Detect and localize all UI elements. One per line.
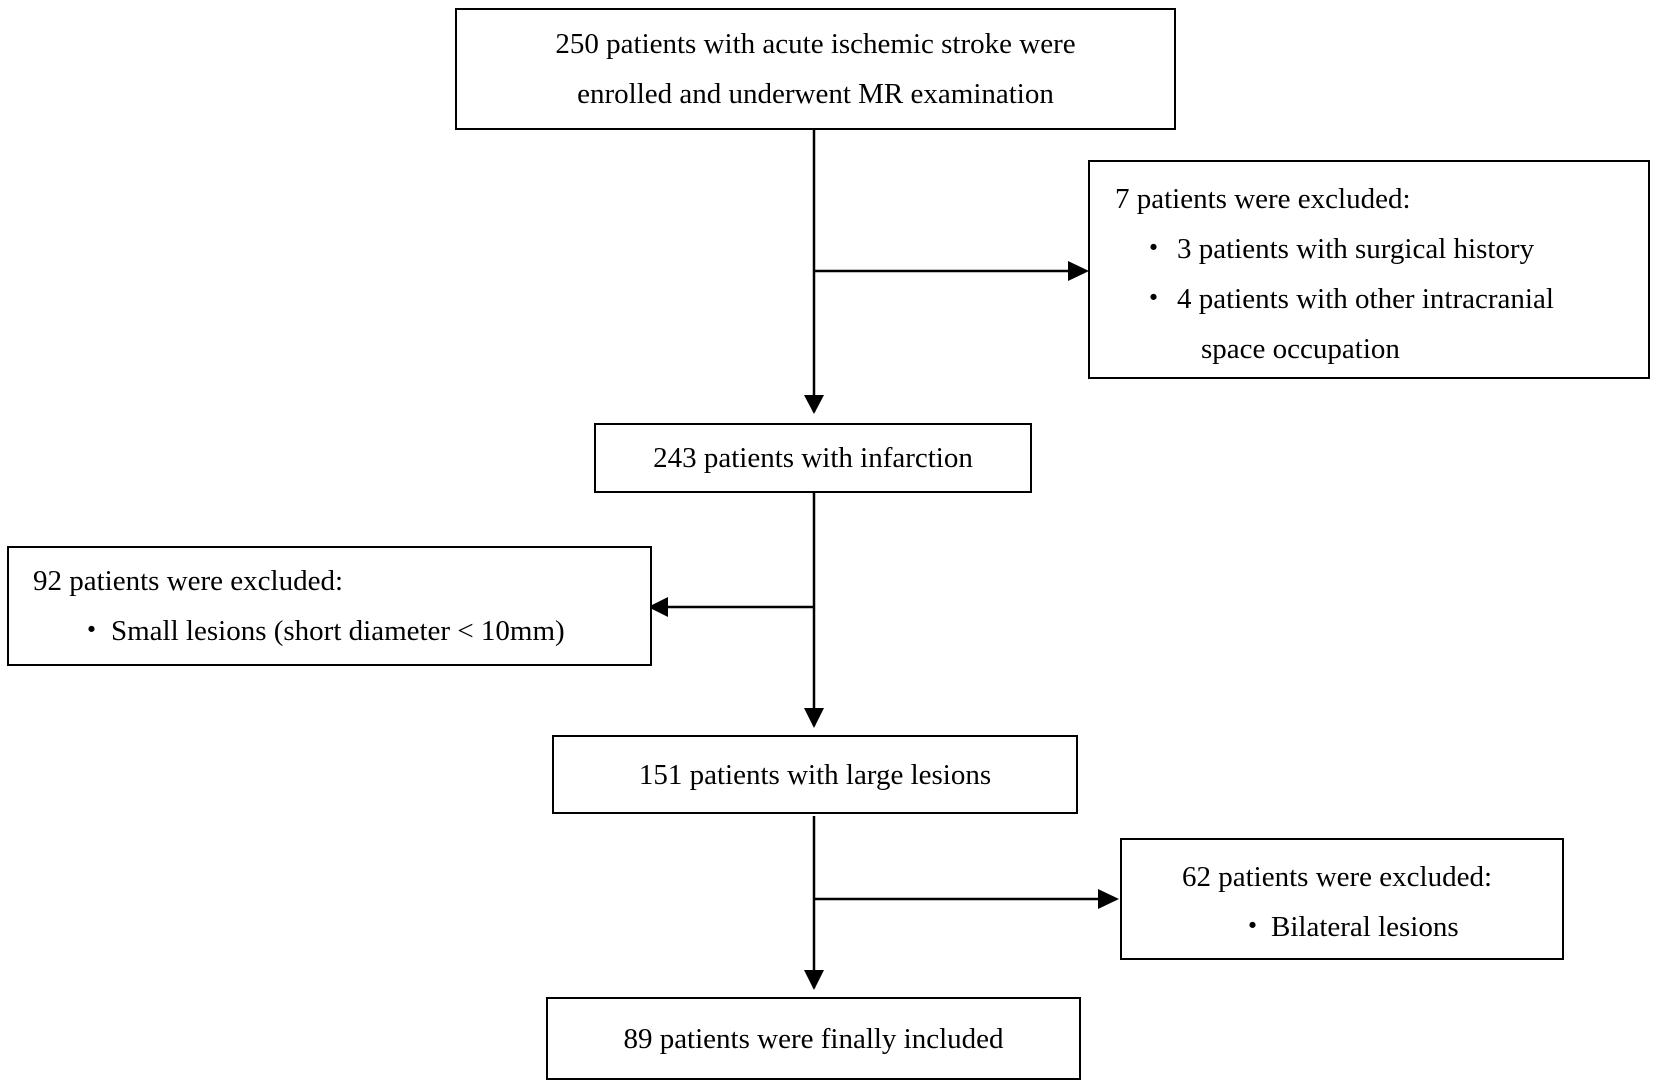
exclusion-box-3: 62 patients were excluded: ・ Bilateral l…: [1120, 838, 1564, 960]
final-text: 89 patients were finally included: [623, 1022, 1004, 1055]
exclusion-1-item-2-continued: space occupation: [1201, 333, 1400, 365]
exclusion-box-2: 92 patients were excluded: ・ Small lesio…: [7, 546, 652, 666]
large-lesions-text: 151 patients with large lesions: [638, 758, 992, 791]
arrowhead-infarction: [804, 395, 824, 414]
exclusion-box-1: 7 patients were excluded: ・ 3 patients w…: [1088, 160, 1650, 379]
exclusion-1-item-1-text: 3 patients with surgical history: [1177, 233, 1535, 265]
exclusion-3-item-1: ・ Bilateral lesions: [1182, 902, 1562, 952]
arrowhead-final: [804, 970, 824, 990]
bullet-mark: ・: [1139, 283, 1169, 315]
exclusion-1-heading: 7 patients were excluded:: [1115, 183, 1411, 215]
exclusion-3-heading: 62 patients were excluded:: [1182, 861, 1493, 893]
enrolled-line-2: enrolled and underwent MR examination: [577, 78, 1054, 110]
exclusion-2-heading: 92 patients were excluded:: [33, 565, 344, 597]
exclusion-1-item-1: ・ 3 patients with surgical history: [1115, 224, 1648, 274]
exclusion-1-item-2-text: 4 patients with other intracranial: [1177, 283, 1554, 315]
final-box: 89 patients were finally included: [546, 997, 1081, 1080]
bullet-mark: ・: [1139, 233, 1169, 265]
enrolled-line-1: 250 patients with acute ischemic stroke …: [555, 28, 1076, 60]
enrolled-box: 250 patients with acute ischemic stroke …: [455, 8, 1176, 130]
infarction-text: 243 patients with infarction: [653, 442, 973, 474]
bullet-mark: ・: [1238, 911, 1268, 943]
exclusion-3-item-1-text: Bilateral lesions: [1271, 911, 1459, 943]
arrowhead-large: [804, 708, 824, 728]
bullet-mark: ・: [77, 615, 107, 647]
infarction-box: 243 patients with infarction: [594, 423, 1032, 493]
exclusion-1-item-2: ・ 4 patients with other intracranial: [1115, 274, 1648, 324]
arrowhead-exclusion-3: [1098, 889, 1119, 909]
arrowhead-exclusion-1: [1068, 261, 1089, 281]
large-lesions-box: 151 patients with large lesions: [552, 735, 1078, 814]
exclusion-2-item-1-text: Small lesions (short diameter < 10mm): [111, 615, 565, 647]
arrowhead-exclusion-2: [648, 597, 668, 617]
exclusion-2-item-1: ・ Small lesions (short diameter < 10mm): [33, 606, 650, 656]
